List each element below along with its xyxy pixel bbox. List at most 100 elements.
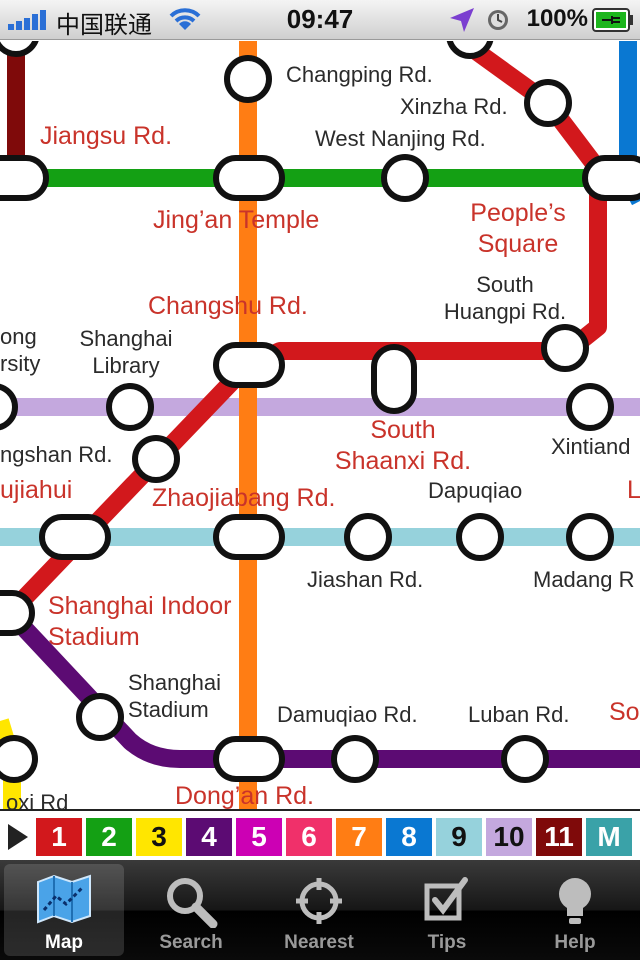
tab-label-tips: Tips: [427, 932, 467, 953]
line-button-1[interactable]: 1: [36, 818, 82, 856]
station-label-shanghai-stadium[interactable]: Shanghai Stadium: [128, 669, 221, 723]
tab-help[interactable]: Help: [515, 864, 635, 956]
station-label-indoor-stadium-line1: Shanghai Indoor: [48, 592, 232, 620]
station-label-ong-partial[interactable]: ong: [0, 324, 37, 349]
station-label-south-shaanxi[interactable]: South Shaanxi Rd.: [330, 415, 476, 477]
tab-label-nearest: Nearest: [284, 932, 354, 953]
station-marker-damuqiao: [331, 735, 379, 783]
station-marker-changping: [224, 55, 272, 103]
line-button-9[interactable]: 9: [436, 818, 482, 856]
station-label-damuqiao[interactable]: Damuqiao Rd.: [277, 702, 418, 727]
metro-map-canvas: [0, 41, 640, 809]
tab-search[interactable]: Search: [131, 864, 251, 956]
station-label-luban[interactable]: Luban Rd.: [468, 702, 570, 727]
play-triangle-icon[interactable]: [8, 824, 28, 850]
station-marker-madang: [566, 513, 614, 561]
line-button-3[interactable]: 3: [136, 818, 182, 856]
station-label-xintiandi-partial[interactable]: Xintiand: [551, 434, 631, 459]
station-marker-south-huangpi: [541, 324, 589, 372]
station-marker-dapuqiao: [456, 513, 504, 561]
metro-map[interactable]: Changping Rd. Xinzha Rd. West Nanjing Rd…: [0, 41, 640, 809]
station-label-so-partial[interactable]: So: [609, 698, 640, 726]
station-label-south-huangpi[interactable]: South Huangpi Rd.: [438, 271, 572, 325]
station-label-shanghai-library-line1: Shanghai: [79, 326, 173, 351]
station-label-oxi-partial[interactable]: oxi Rd: [6, 790, 69, 809]
signal-strength-icon: [8, 10, 46, 30]
battery-percentage: 100%: [526, 5, 588, 32]
station-label-indoor-stadium[interactable]: Shanghai Indoor Stadium: [48, 591, 231, 653]
line-selector-bar: 1 2 3 4 5 6 7 8 9 10 11 M: [0, 809, 640, 860]
station-label-south-huangpi-line2: Huangpi Rd.: [443, 299, 567, 324]
lightbulb-icon: [515, 874, 635, 930]
tab-nearest[interactable]: Nearest: [259, 864, 379, 956]
checkbox-icon: [387, 874, 507, 930]
station-label-south-shaanxi-line1: South: [370, 416, 436, 444]
wifi-icon: [169, 8, 201, 30]
station-marker-top-partial: [446, 41, 494, 59]
interchange-xujiahui: [39, 514, 111, 560]
station-marker-shanghai-stadium: [76, 693, 124, 741]
station-label-shanghai-library[interactable]: Shanghai Library: [70, 325, 182, 379]
status-bar: 中国联通 09:47 100%: [0, 0, 640, 40]
station-marker-jiashan: [344, 513, 392, 561]
line-button-8[interactable]: 8: [386, 818, 432, 856]
interchange-indoor-stadium: [0, 590, 35, 636]
station-label-shanghai-stadium-line2: Stadium: [128, 697, 209, 722]
station-label-peoples-square-line2: Square: [477, 230, 559, 258]
interchange-peoples-square: [582, 155, 640, 201]
interchange-zhaojiabang: [213, 514, 285, 560]
station-label-rsity-partial[interactable]: rsity: [0, 351, 41, 376]
line-button-4[interactable]: 4: [186, 818, 232, 856]
station-label-dongan[interactable]: Dong’an Rd.: [175, 782, 314, 809]
tab-tips[interactable]: Tips: [387, 864, 507, 956]
interchange-jingan: [213, 155, 285, 201]
station-marker-hengshan-left: [0, 383, 18, 431]
station-label-peoples-square[interactable]: People’s Square: [462, 198, 574, 260]
station-marker-oxi: [0, 735, 38, 783]
station-label-madang-partial[interactable]: Madang R: [533, 567, 635, 592]
interchange-changshu: [213, 342, 285, 388]
station-label-changshu[interactable]: Changshu Rd.: [148, 292, 308, 320]
tab-label-map: Map: [45, 932, 83, 953]
station-label-indoor-stadium-line2: Stadium: [48, 623, 140, 651]
station-label-xujiahui-partial[interactable]: ujiahui: [0, 476, 73, 504]
station-marker-west-nanjing: [381, 154, 429, 202]
location-arrow-icon: [450, 8, 474, 32]
station-label-south-shaanxi-line2: Shaanxi Rd.: [334, 447, 472, 475]
map-icon: [4, 874, 124, 930]
station-label-xinzha[interactable]: Xinzha Rd.: [400, 94, 508, 119]
station-label-shanghai-stadium-line1: Shanghai: [128, 670, 221, 695]
line-button-11[interactable]: 11: [536, 818, 582, 856]
alarm-clock-icon: [488, 10, 508, 30]
station-label-hengshan-partial[interactable]: ngshan Rd.: [0, 442, 113, 467]
tab-map[interactable]: Map: [4, 864, 124, 956]
station-label-zhaojiabang[interactable]: Zhaojiabang Rd.: [152, 484, 336, 512]
station-label-shanghai-library-line2: Library: [92, 353, 160, 378]
station-marker-top-left-partial: [0, 41, 39, 57]
station-label-l-partial[interactable]: L: [627, 476, 640, 504]
station-label-south-huangpi-line1: South: [476, 272, 534, 297]
interchange-jiangsu: [0, 155, 49, 201]
station-marker-shanghai-library: [106, 383, 154, 431]
station-label-west-nanjing[interactable]: West Nanjing Rd.: [315, 126, 486, 151]
line-button-10[interactable]: 10: [486, 818, 532, 856]
line-button-6[interactable]: 6: [286, 818, 332, 856]
station-marker-xintiandi: [566, 383, 614, 431]
tab-bar: Map Search Nearest Tips: [0, 860, 640, 960]
interchange-south-shaanxi: [371, 344, 417, 414]
station-marker-luban: [501, 735, 549, 783]
line-button-2[interactable]: 2: [86, 818, 132, 856]
line-button-5[interactable]: 5: [236, 818, 282, 856]
line-button-7[interactable]: 7: [336, 818, 382, 856]
station-label-jiashan[interactable]: Jiashan Rd.: [307, 567, 424, 592]
station-marker-xinzha: [524, 79, 572, 127]
crosshair-icon: [259, 874, 379, 930]
station-label-changping[interactable]: Changping Rd.: [286, 62, 433, 87]
station-label-dapuqiao[interactable]: Dapuqiao: [428, 478, 523, 503]
tab-label-help: Help: [554, 932, 596, 953]
line-button-maglev[interactable]: M: [586, 818, 632, 856]
station-label-jiangsu[interactable]: Jiangsu Rd.: [40, 122, 173, 150]
line-4-track: [3, 606, 640, 768]
station-label-jingan[interactable]: Jing’an Temple: [153, 206, 320, 234]
interchange-dongan: [213, 736, 285, 782]
